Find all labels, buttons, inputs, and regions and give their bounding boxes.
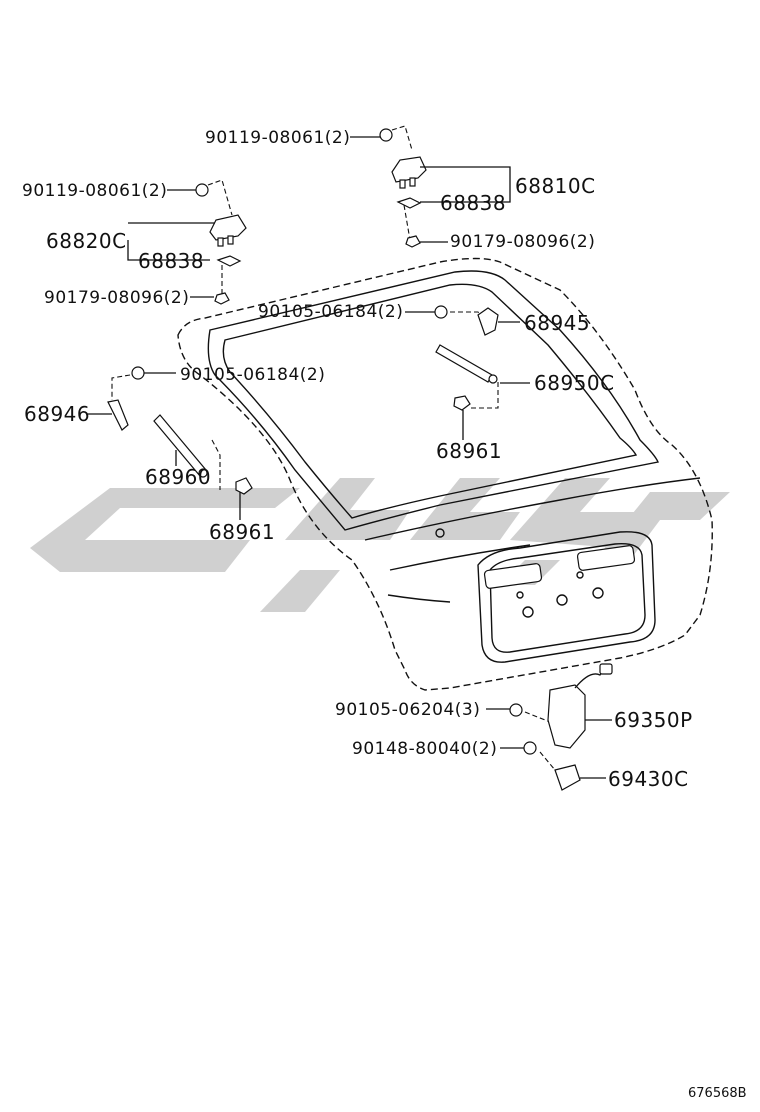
label-ball-joint-right: 68961 <box>436 439 502 463</box>
hinge-bolt-left-icon <box>195 183 209 197</box>
striker-bolt-icon <box>523 741 537 755</box>
label-lock-assy: 69350P <box>614 708 693 732</box>
label-lock-bolt: 90105-06204(3) <box>335 700 480 720</box>
leader-lines <box>86 136 612 779</box>
striker-icon <box>554 764 581 791</box>
stud-bolt-right-icon <box>434 305 448 319</box>
hinge-left-icon <box>209 214 247 241</box>
lock-assembly <box>509 663 613 791</box>
hinge-assembly-right <box>379 125 427 248</box>
label-damper-right: 68950C <box>534 371 615 395</box>
hinge-right-icon <box>391 156 427 183</box>
bracket-left-icon <box>107 399 129 431</box>
damper-right-icon <box>435 344 493 383</box>
plate-left-icon <box>216 255 242 267</box>
lock-bolt-icon <box>509 703 523 717</box>
ball-joint-left-icon <box>235 477 253 495</box>
label-nut-right: 90179-08096(2) <box>450 232 595 252</box>
figure-code: 676568B <box>688 1086 747 1101</box>
stud-bolt-left-icon <box>131 366 145 380</box>
hinge-assembly-left <box>195 179 247 305</box>
label-plate-right: 68838 <box>440 191 506 215</box>
label-ball-joint-left: 68961 <box>209 520 275 544</box>
label-hinge-right: 68810C <box>515 174 596 198</box>
ball-joint-right-icon <box>453 395 471 411</box>
watermark-logo <box>30 478 730 612</box>
plate-right-icon <box>396 197 422 209</box>
label-striker-bolt: 90148-80040(2) <box>352 739 497 759</box>
damper-assembly-left <box>107 366 253 495</box>
nut-right-icon <box>405 235 421 248</box>
label-damper-left: 68960 <box>145 465 211 489</box>
label-stud-bolt-right: 90105-06184(2) <box>258 302 403 322</box>
damper-assembly-right <box>434 305 499 411</box>
label-striker: 69430C <box>608 767 689 791</box>
label-hinge-bolt-right: 90119-08061(2) <box>205 128 350 148</box>
part-labels: 90119-08061(2) 68810C 68838 90179-08096(… <box>22 128 747 1101</box>
label-nut-left: 90179-08096(2) <box>44 288 189 308</box>
back-door-panel <box>177 257 713 691</box>
nut-left-icon <box>214 292 230 305</box>
label-bracket-left: 68946 <box>24 402 90 426</box>
bracket-right-icon <box>477 307 499 336</box>
label-plate-left: 68838 <box>138 249 204 273</box>
label-stud-bolt-left: 90105-06184(2) <box>180 365 325 385</box>
label-bracket-right: 68945 <box>524 311 590 335</box>
label-hinge-bolt-left: 90119-08061(2) <box>22 181 167 201</box>
lock-assy-icon <box>547 684 586 749</box>
label-hinge-left: 68820C <box>46 229 127 253</box>
hinge-bolt-right-icon <box>379 128 393 142</box>
